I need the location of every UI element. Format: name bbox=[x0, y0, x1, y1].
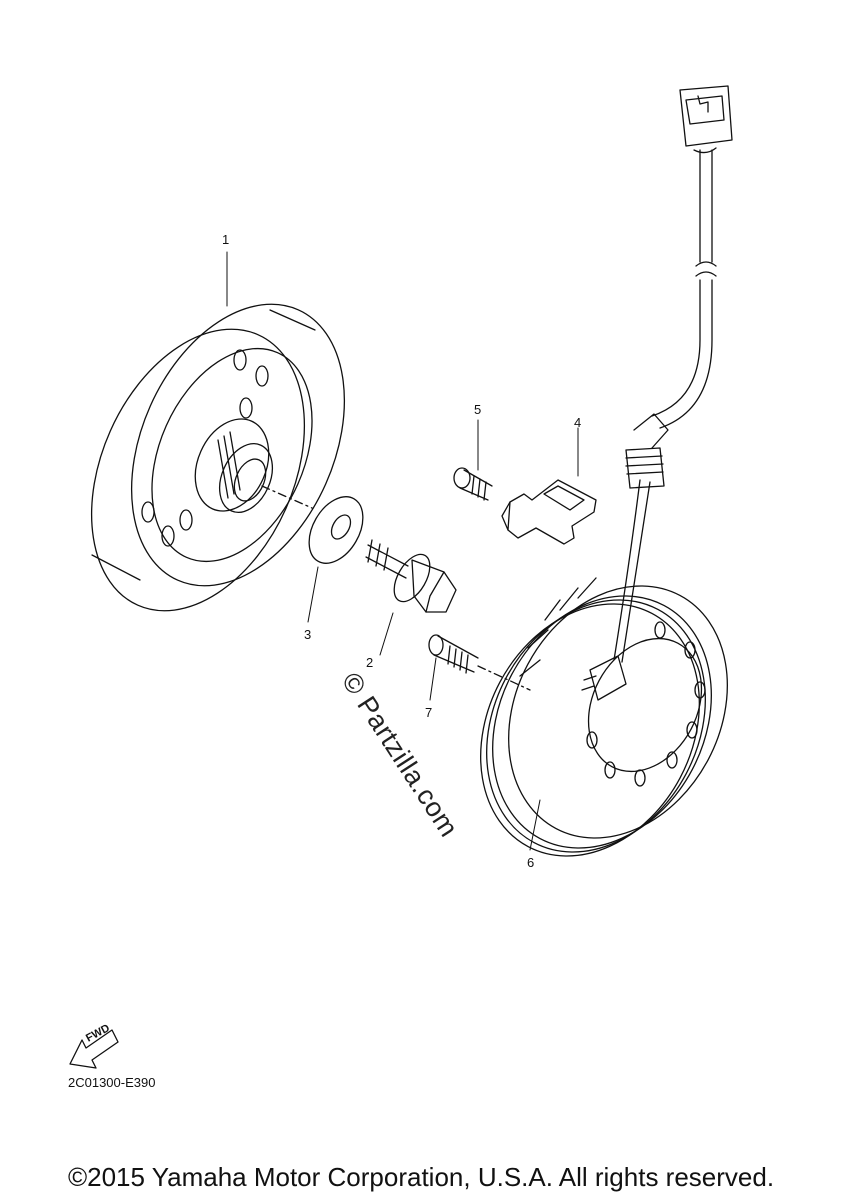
bolt-part-2 bbox=[365, 539, 457, 656]
bracket-part-4 bbox=[501, 427, 597, 545]
rotor-part-1 bbox=[90, 251, 346, 612]
callout-1: 1 bbox=[222, 232, 230, 247]
stator-part-6 bbox=[480, 577, 728, 857]
callout-6: 6 bbox=[527, 855, 535, 870]
fwd-arrow-icon bbox=[69, 1029, 119, 1069]
washer-part-3 bbox=[307, 496, 364, 623]
screw-part-7 bbox=[428, 634, 531, 701]
callout-2: 2 bbox=[366, 655, 374, 670]
wire-harness bbox=[613, 85, 733, 663]
callout-4: 4 bbox=[574, 415, 582, 430]
callout-3: 3 bbox=[304, 627, 312, 642]
callout-7: 7 bbox=[425, 705, 433, 720]
copyright-notice: ©2015 Yamaha Motor Corporation, U.S.A. A… bbox=[67, 1162, 775, 1192]
callout-5: 5 bbox=[474, 402, 482, 417]
drawing-code: 2C01300-E390 bbox=[68, 1075, 156, 1090]
bolt-part-5 bbox=[453, 419, 493, 501]
